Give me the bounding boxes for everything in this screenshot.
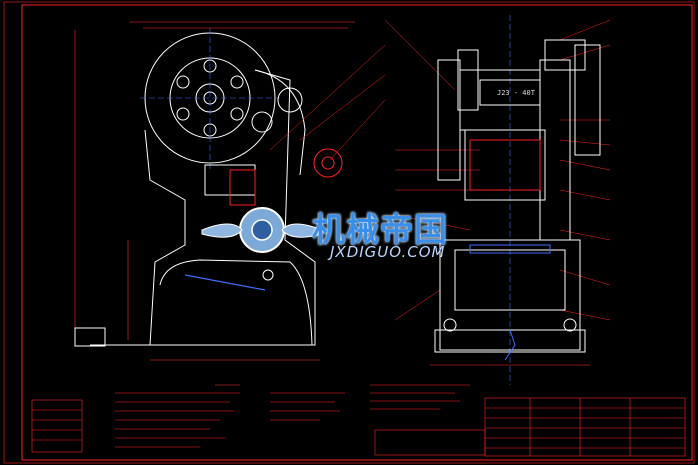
drawing-border xyxy=(21,4,693,461)
front-view xyxy=(384,15,611,385)
watermark-title: 机械帝国 xyxy=(312,210,448,249)
outer-border xyxy=(3,1,695,464)
model-label: J23 - 40T xyxy=(497,89,535,97)
watermark-url: JXDIGUO.COM xyxy=(330,243,446,261)
watermark-emblem xyxy=(201,207,323,253)
side-view xyxy=(74,21,386,386)
notes-and-tables xyxy=(31,384,686,457)
